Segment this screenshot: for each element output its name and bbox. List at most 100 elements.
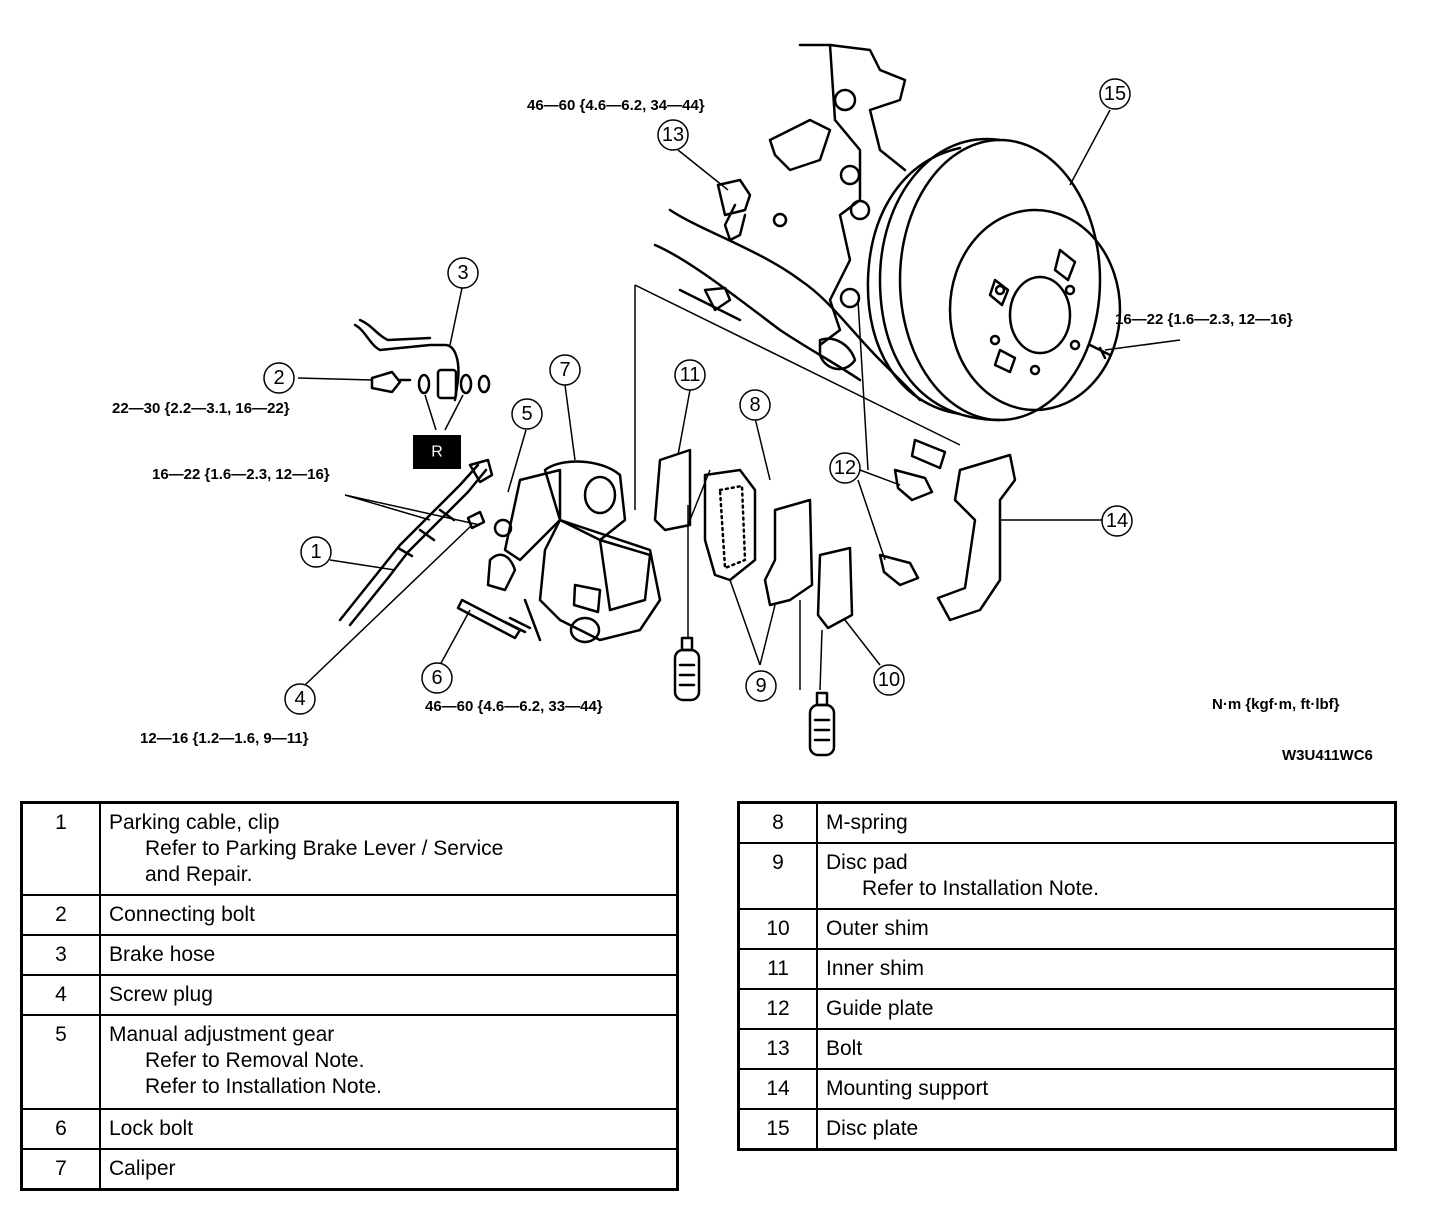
callout-12: 12 bbox=[834, 457, 856, 479]
part-name: Caliper bbox=[99, 1148, 679, 1191]
callout-9: 9 bbox=[755, 675, 766, 697]
part-name: Connecting bolt bbox=[99, 894, 679, 936]
part-cell: Disc pad Refer to Installation Note. bbox=[816, 842, 1397, 910]
part-name: Outer shim bbox=[816, 908, 1397, 950]
m-spring-drawing bbox=[763, 498, 814, 607]
torque-label-screw-plug: 12—16 {1.2—1.6, 9—11} bbox=[140, 730, 309, 747]
callout-6-circle bbox=[421, 662, 453, 694]
part-number: 9 bbox=[737, 842, 818, 910]
part-number: 13 bbox=[737, 1028, 818, 1070]
torque-label-parking-cable: 16—22 {1.6—2.3, 12—16} bbox=[152, 466, 330, 483]
torque-label-connecting-bolt: 22—30 {2.2—3.1, 16—22} bbox=[112, 400, 290, 417]
callout-4: 4 bbox=[294, 688, 305, 710]
callout-15: 15 bbox=[1104, 83, 1126, 105]
callout-10-circle bbox=[873, 664, 905, 696]
table-row: 8 M-spring bbox=[737, 801, 1397, 844]
callout-11-circle bbox=[674, 359, 706, 391]
callout-13-circle bbox=[657, 119, 689, 151]
callout-15-circle bbox=[1099, 78, 1131, 110]
callout-5: 5 bbox=[521, 403, 532, 425]
knuckle-drawing bbox=[653, 43, 922, 402]
callout-7-circle bbox=[549, 354, 581, 386]
part-note: and Repair. bbox=[145, 863, 253, 886]
table-row: 4 Screw plug bbox=[20, 974, 679, 1016]
guide-plate-lower-drawing bbox=[878, 553, 920, 587]
torque-units-label: N·m {kgf·m, ft·lbf} bbox=[1212, 696, 1340, 713]
part-number: 2 bbox=[20, 894, 101, 936]
table-row: 2 Connecting bolt bbox=[20, 894, 679, 936]
table-row: 9 Disc pad Refer to Installation Note. bbox=[737, 842, 1397, 910]
callout-2: 2 bbox=[273, 367, 284, 389]
disc-pad-drawing bbox=[703, 468, 757, 582]
guide-plate-upper-drawing bbox=[893, 468, 934, 502]
table-row: 11 Inner shim bbox=[737, 948, 1397, 990]
part-name: Manual adjustment gear bbox=[109, 1023, 335, 1046]
table-row: 14 Mounting support bbox=[737, 1068, 1397, 1110]
mounting-support-drawing bbox=[910, 438, 1017, 622]
part-number: 5 bbox=[20, 1014, 101, 1110]
table-row: 7 Caliper bbox=[20, 1148, 679, 1191]
callout-14: 14 bbox=[1106, 510, 1128, 532]
callout-3-circle bbox=[447, 257, 479, 289]
callout-4-circle bbox=[284, 683, 316, 715]
part-name: Bolt bbox=[816, 1028, 1397, 1070]
callout-13: 13 bbox=[662, 124, 684, 146]
callout-6: 6 bbox=[431, 667, 442, 689]
part-name: Lock bolt bbox=[99, 1108, 679, 1150]
callout-1-circle bbox=[300, 536, 332, 568]
callout-11: 11 bbox=[680, 364, 701, 386]
callout-9-circle bbox=[745, 670, 777, 702]
table-row: 1 Parking cable, clip Refer to Parking B… bbox=[20, 801, 679, 896]
part-number: 8 bbox=[737, 801, 818, 844]
callout-14-circle bbox=[1101, 505, 1133, 537]
part-name: Guide plate bbox=[816, 988, 1397, 1030]
callout-7: 7 bbox=[559, 359, 570, 381]
table-row: 5 Manual adjustment gear Refer to Remova… bbox=[20, 1014, 679, 1110]
part-number: 14 bbox=[737, 1068, 818, 1110]
grease-tube-right-drawing bbox=[808, 691, 836, 757]
part-name: Parking cable, clip bbox=[109, 811, 280, 834]
table-row: 12 Guide plate bbox=[737, 988, 1397, 1030]
exploded-view-diagram: R 1 2 3 4 5 6 7 8 9 10 11 12 13 14 15 46… bbox=[112, 43, 1373, 764]
outer-shim-drawing bbox=[816, 546, 854, 630]
disc-plate-drawing bbox=[866, 137, 1122, 422]
part-cell: Parking cable, clip Refer to Parking Bra… bbox=[99, 801, 679, 896]
callout-1: 1 bbox=[310, 541, 321, 563]
parts-table-left: 1 Parking cable, clip Refer to Parking B… bbox=[20, 801, 679, 1191]
brake-hose-drawing bbox=[353, 318, 460, 402]
part-number: 12 bbox=[737, 988, 818, 1030]
replace-mark-box bbox=[413, 435, 461, 469]
part-name: Disc plate bbox=[816, 1108, 1397, 1151]
part-name: Screw plug bbox=[99, 974, 679, 1016]
part-number: 10 bbox=[737, 908, 818, 950]
table-row: 6 Lock bolt bbox=[20, 1108, 679, 1150]
replace-mark-text: R bbox=[431, 444, 443, 461]
callout-10: 10 bbox=[878, 669, 900, 691]
callout-3: 3 bbox=[457, 262, 468, 284]
table-row: 10 Outer shim bbox=[737, 908, 1397, 950]
part-name: Mounting support bbox=[816, 1068, 1397, 1110]
part-note: Refer to Removal Note. bbox=[145, 1049, 365, 1072]
inner-shim-drawing bbox=[653, 448, 692, 532]
part-note: Refer to Installation Note. bbox=[862, 877, 1099, 900]
caliper-drawing bbox=[503, 460, 662, 644]
part-name: M-spring bbox=[816, 801, 1397, 844]
part-cell: Manual adjustment gear Refer to Removal … bbox=[99, 1014, 679, 1110]
callout-8: 8 bbox=[749, 394, 760, 416]
callout-5-circle bbox=[511, 398, 543, 430]
figure-code: W3U411WC6 bbox=[1282, 747, 1373, 764]
part-number: 1 bbox=[20, 801, 101, 896]
part-note: Refer to Installation Note. bbox=[145, 1075, 382, 1098]
callout-2-circle bbox=[263, 362, 295, 394]
torque-label-bolt-13: 46—60 {4.6—6.2, 34—44} bbox=[527, 97, 705, 114]
torque-label-disc: 16—22 {1.6—2.3, 12—16} bbox=[1115, 311, 1293, 328]
parking-cable-drawing bbox=[338, 458, 494, 627]
bolt-13-drawing bbox=[716, 178, 788, 242]
part-number: 15 bbox=[737, 1108, 818, 1151]
disc-screw-drawing bbox=[1088, 343, 1112, 360]
part-name: Disc pad bbox=[826, 851, 908, 874]
part-number: 11 bbox=[737, 948, 818, 990]
grease-tube-left-drawing bbox=[673, 636, 701, 702]
part-number: 6 bbox=[20, 1108, 101, 1150]
table-row: 13 Bolt bbox=[737, 1028, 1397, 1070]
